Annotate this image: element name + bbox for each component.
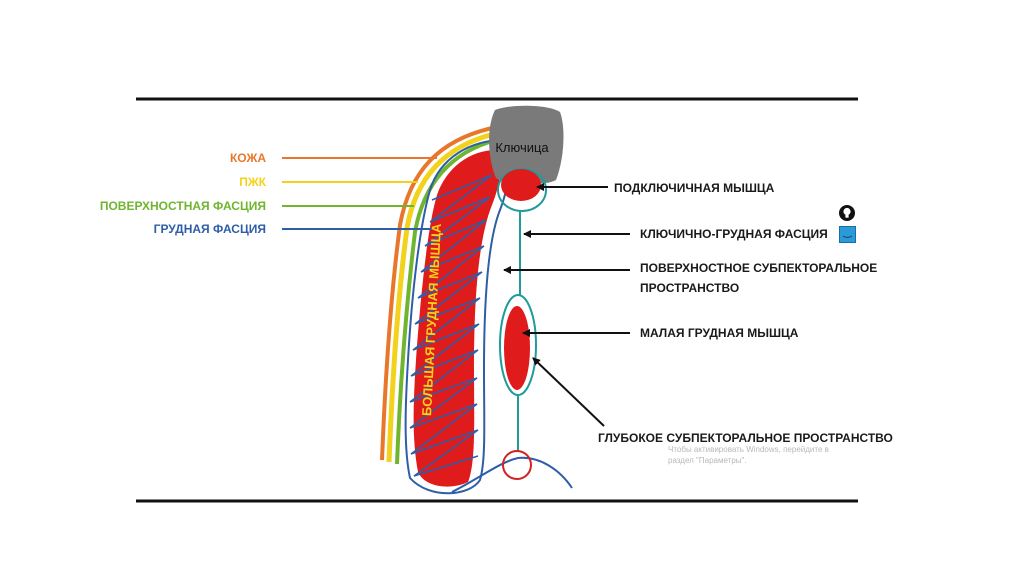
lightbulb-icon[interactable]: [838, 204, 856, 222]
label-subcutaneous: ПЖК: [239, 175, 266, 189]
deep-fascia-curve: [451, 456, 573, 493]
label-clavicle: Ключица: [495, 140, 549, 155]
label-superficial-fascia: ПОВЕРХНОСТНАЯ ФАСЦИЯ: [100, 199, 266, 213]
clavicle-bone: [489, 105, 564, 185]
label-pectoralis-minor: МАЛАЯ ГРУДНАЯ МЫШЦА: [640, 326, 799, 340]
watermark-line-1: Чтобы активировать Windows, перейдите в: [668, 445, 829, 454]
label-deep-space: ГЛУБОКОЕ СУБПЕКТОРАЛЬНОЕ ПРОСТРАНСТВО: [598, 431, 893, 445]
label-superficial-space-1: ПОВЕРХНОСТНОЕ СУБПЕКТОРАЛЬНОЕ: [640, 261, 877, 275]
pectoral-fascia-zigzag: [409, 174, 493, 477]
label-superficial-space-2: ПРОСТРАНСТВО: [640, 281, 739, 295]
superficial-fascia-layer: [395, 138, 497, 465]
pectoralis-minor-muscle: [504, 306, 530, 390]
pectoral-fascia-outline: [404, 139, 510, 495]
deep-space-marker: [502, 450, 532, 480]
label-clavipectoral-fascia: КЛЮЧИЧНО-ГРУДНАЯ ФАСЦИЯ: [640, 227, 828, 241]
windows-activation-watermark: Чтобы активировать Windows, перейдите в …: [668, 444, 858, 466]
pectoralis-major-muscle: [413, 150, 501, 487]
label-subclavius: ПОДКЛЮЧИЧНАЯ МЫШЦА: [614, 181, 775, 195]
label-pectoral-fascia: ГРУДНАЯ ФАСЦИЯ: [154, 222, 266, 236]
label-skin: КОЖА: [230, 151, 266, 165]
skin-layer: [380, 126, 493, 461]
screen-icon[interactable]: [839, 226, 856, 243]
deep-space-arrow: [532, 357, 605, 427]
subcutaneous-layer: [386, 131, 495, 463]
subclavius-sheath: [497, 168, 547, 212]
subclavius-muscle: [501, 169, 541, 201]
watermark-line-2: раздел "Параметры".: [668, 456, 747, 465]
